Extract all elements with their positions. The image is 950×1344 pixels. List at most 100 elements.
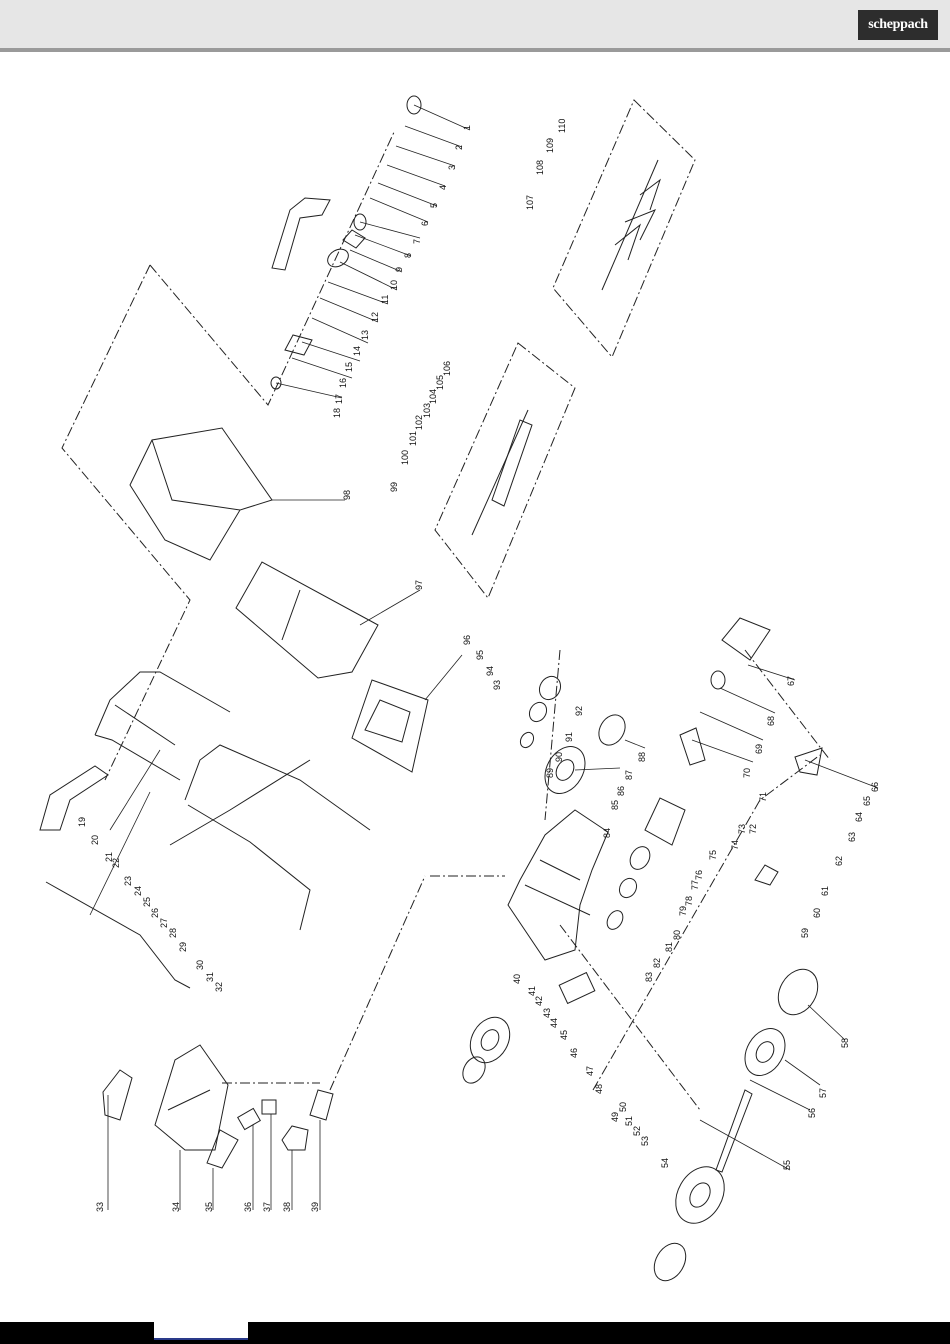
part-label-88: 88 bbox=[637, 752, 647, 762]
part-label-5: 5 bbox=[429, 203, 439, 208]
cover-bracket-33 bbox=[102, 1069, 133, 1121]
part-label-87: 87 bbox=[624, 770, 634, 780]
part-label-76: 76 bbox=[694, 870, 704, 880]
group-outline-connector-2 bbox=[544, 649, 561, 821]
cover-67 bbox=[721, 617, 771, 661]
wheel-58 bbox=[777, 968, 819, 1016]
part-label-23: 23 bbox=[123, 876, 133, 886]
part-label-105: 105 bbox=[435, 375, 445, 390]
part-label-107: 107 bbox=[525, 195, 535, 210]
part-label-53: 53 bbox=[640, 1136, 650, 1146]
part-label-34: 34 bbox=[171, 1202, 181, 1212]
gear-77 bbox=[629, 846, 651, 870]
gearbox bbox=[644, 797, 686, 846]
part-label-60: 60 bbox=[812, 908, 822, 918]
wheel-87 bbox=[544, 746, 586, 794]
part-label-40: 40 bbox=[512, 974, 522, 984]
part-label-86: 86 bbox=[616, 786, 626, 796]
motor-cover bbox=[154, 1044, 229, 1151]
part-label-94: 94 bbox=[485, 666, 495, 676]
plate-37 bbox=[261, 1099, 277, 1115]
part-label-42: 42 bbox=[534, 996, 544, 1006]
part-label-37: 37 bbox=[262, 1202, 272, 1212]
bag-frame bbox=[235, 561, 379, 679]
part-label-44: 44 bbox=[549, 1018, 559, 1028]
part-label-33: 33 bbox=[95, 1202, 105, 1212]
part-label-39: 39 bbox=[310, 1202, 320, 1212]
part-label-71: 71 bbox=[758, 792, 768, 802]
plate-38 bbox=[281, 1125, 309, 1151]
part-label-26: 26 bbox=[150, 908, 160, 918]
part-label-98: 98 bbox=[342, 490, 352, 500]
part-label-12: 12 bbox=[370, 312, 380, 322]
part-label-24: 24 bbox=[133, 886, 143, 896]
part-label-31: 31 bbox=[205, 972, 215, 982]
part-label-96: 96 bbox=[462, 635, 472, 645]
part-label-90: 90 bbox=[554, 752, 564, 762]
part-label-99: 99 bbox=[389, 482, 399, 492]
part-label-89: 89 bbox=[545, 768, 555, 778]
part-label-10: 10 bbox=[389, 280, 399, 290]
part-label-91: 91 bbox=[564, 732, 574, 742]
motor-81 bbox=[606, 910, 624, 930]
part-label-102: 102 bbox=[414, 415, 424, 430]
switch-housing bbox=[327, 248, 349, 268]
part-label-65: 65 bbox=[862, 796, 872, 806]
part-label-62: 62 bbox=[834, 856, 844, 866]
part-label-4: 4 bbox=[438, 185, 448, 190]
page-tab bbox=[154, 1322, 248, 1340]
part-label-38: 38 bbox=[282, 1202, 292, 1212]
part-label-78: 78 bbox=[684, 896, 694, 906]
part-label-50: 50 bbox=[618, 1102, 628, 1112]
wheel-front-left bbox=[469, 1016, 511, 1064]
handle-bar-lower bbox=[169, 759, 311, 846]
part-label-66: 66 bbox=[870, 782, 880, 792]
part-label-68: 68 bbox=[766, 716, 776, 726]
part-label-21: 21 bbox=[104, 852, 114, 862]
group-outline-connector-7 bbox=[559, 924, 701, 1111]
part-label-56: 56 bbox=[807, 1108, 817, 1118]
part-label-36: 36 bbox=[243, 1202, 253, 1212]
part-label-77: 77 bbox=[690, 880, 700, 890]
exploded-parts-diagram: 1234567891011121314151617181920212223242… bbox=[39, 95, 880, 1282]
part-label-30: 30 bbox=[195, 960, 205, 970]
part-number-labels: 1234567891011121314151617181920212223242… bbox=[77, 119, 880, 1212]
part-label-55: 55 bbox=[782, 1160, 792, 1170]
part-label-45: 45 bbox=[559, 1030, 569, 1040]
aerator-shaft bbox=[601, 159, 659, 291]
gear-79 bbox=[618, 877, 638, 899]
part-label-48: 48 bbox=[594, 1084, 604, 1094]
belt-66 bbox=[794, 747, 823, 776]
group-outline-connector-5 bbox=[592, 754, 821, 1091]
part-label-95: 95 bbox=[475, 650, 485, 660]
part-label-41: 41 bbox=[527, 986, 537, 996]
part-label-32: 32 bbox=[214, 982, 224, 992]
battery bbox=[558, 971, 596, 1005]
pulley-68 bbox=[710, 670, 726, 690]
part-label-80: 80 bbox=[672, 930, 682, 940]
main-housing bbox=[507, 809, 609, 961]
part-label-29: 29 bbox=[178, 942, 188, 952]
rear-axle bbox=[715, 1089, 753, 1173]
part-label-92: 92 bbox=[574, 706, 584, 716]
switch-7 bbox=[353, 213, 367, 231]
knob-18 bbox=[270, 376, 282, 390]
part-label-61: 61 bbox=[820, 886, 830, 896]
part-label-81: 81 bbox=[664, 942, 674, 952]
part-label-18: 18 bbox=[332, 408, 342, 418]
part-label-9: 9 bbox=[394, 267, 404, 272]
part-label-110: 110 bbox=[557, 119, 567, 133]
header-rule bbox=[0, 48, 950, 52]
part-label-8: 8 bbox=[403, 253, 413, 258]
part-label-51: 51 bbox=[624, 1116, 634, 1126]
part-label-100: 100 bbox=[400, 450, 410, 465]
part-label-15: 15 bbox=[344, 362, 354, 372]
part-label-47: 47 bbox=[585, 1066, 595, 1076]
roller-shaft bbox=[471, 409, 529, 536]
plate-36 bbox=[237, 1107, 261, 1131]
gear-92 bbox=[538, 675, 562, 701]
header-bar bbox=[0, 0, 950, 48]
callout-leaders bbox=[89, 104, 879, 1210]
chute-flap bbox=[351, 679, 429, 773]
grass-bag bbox=[129, 427, 273, 561]
